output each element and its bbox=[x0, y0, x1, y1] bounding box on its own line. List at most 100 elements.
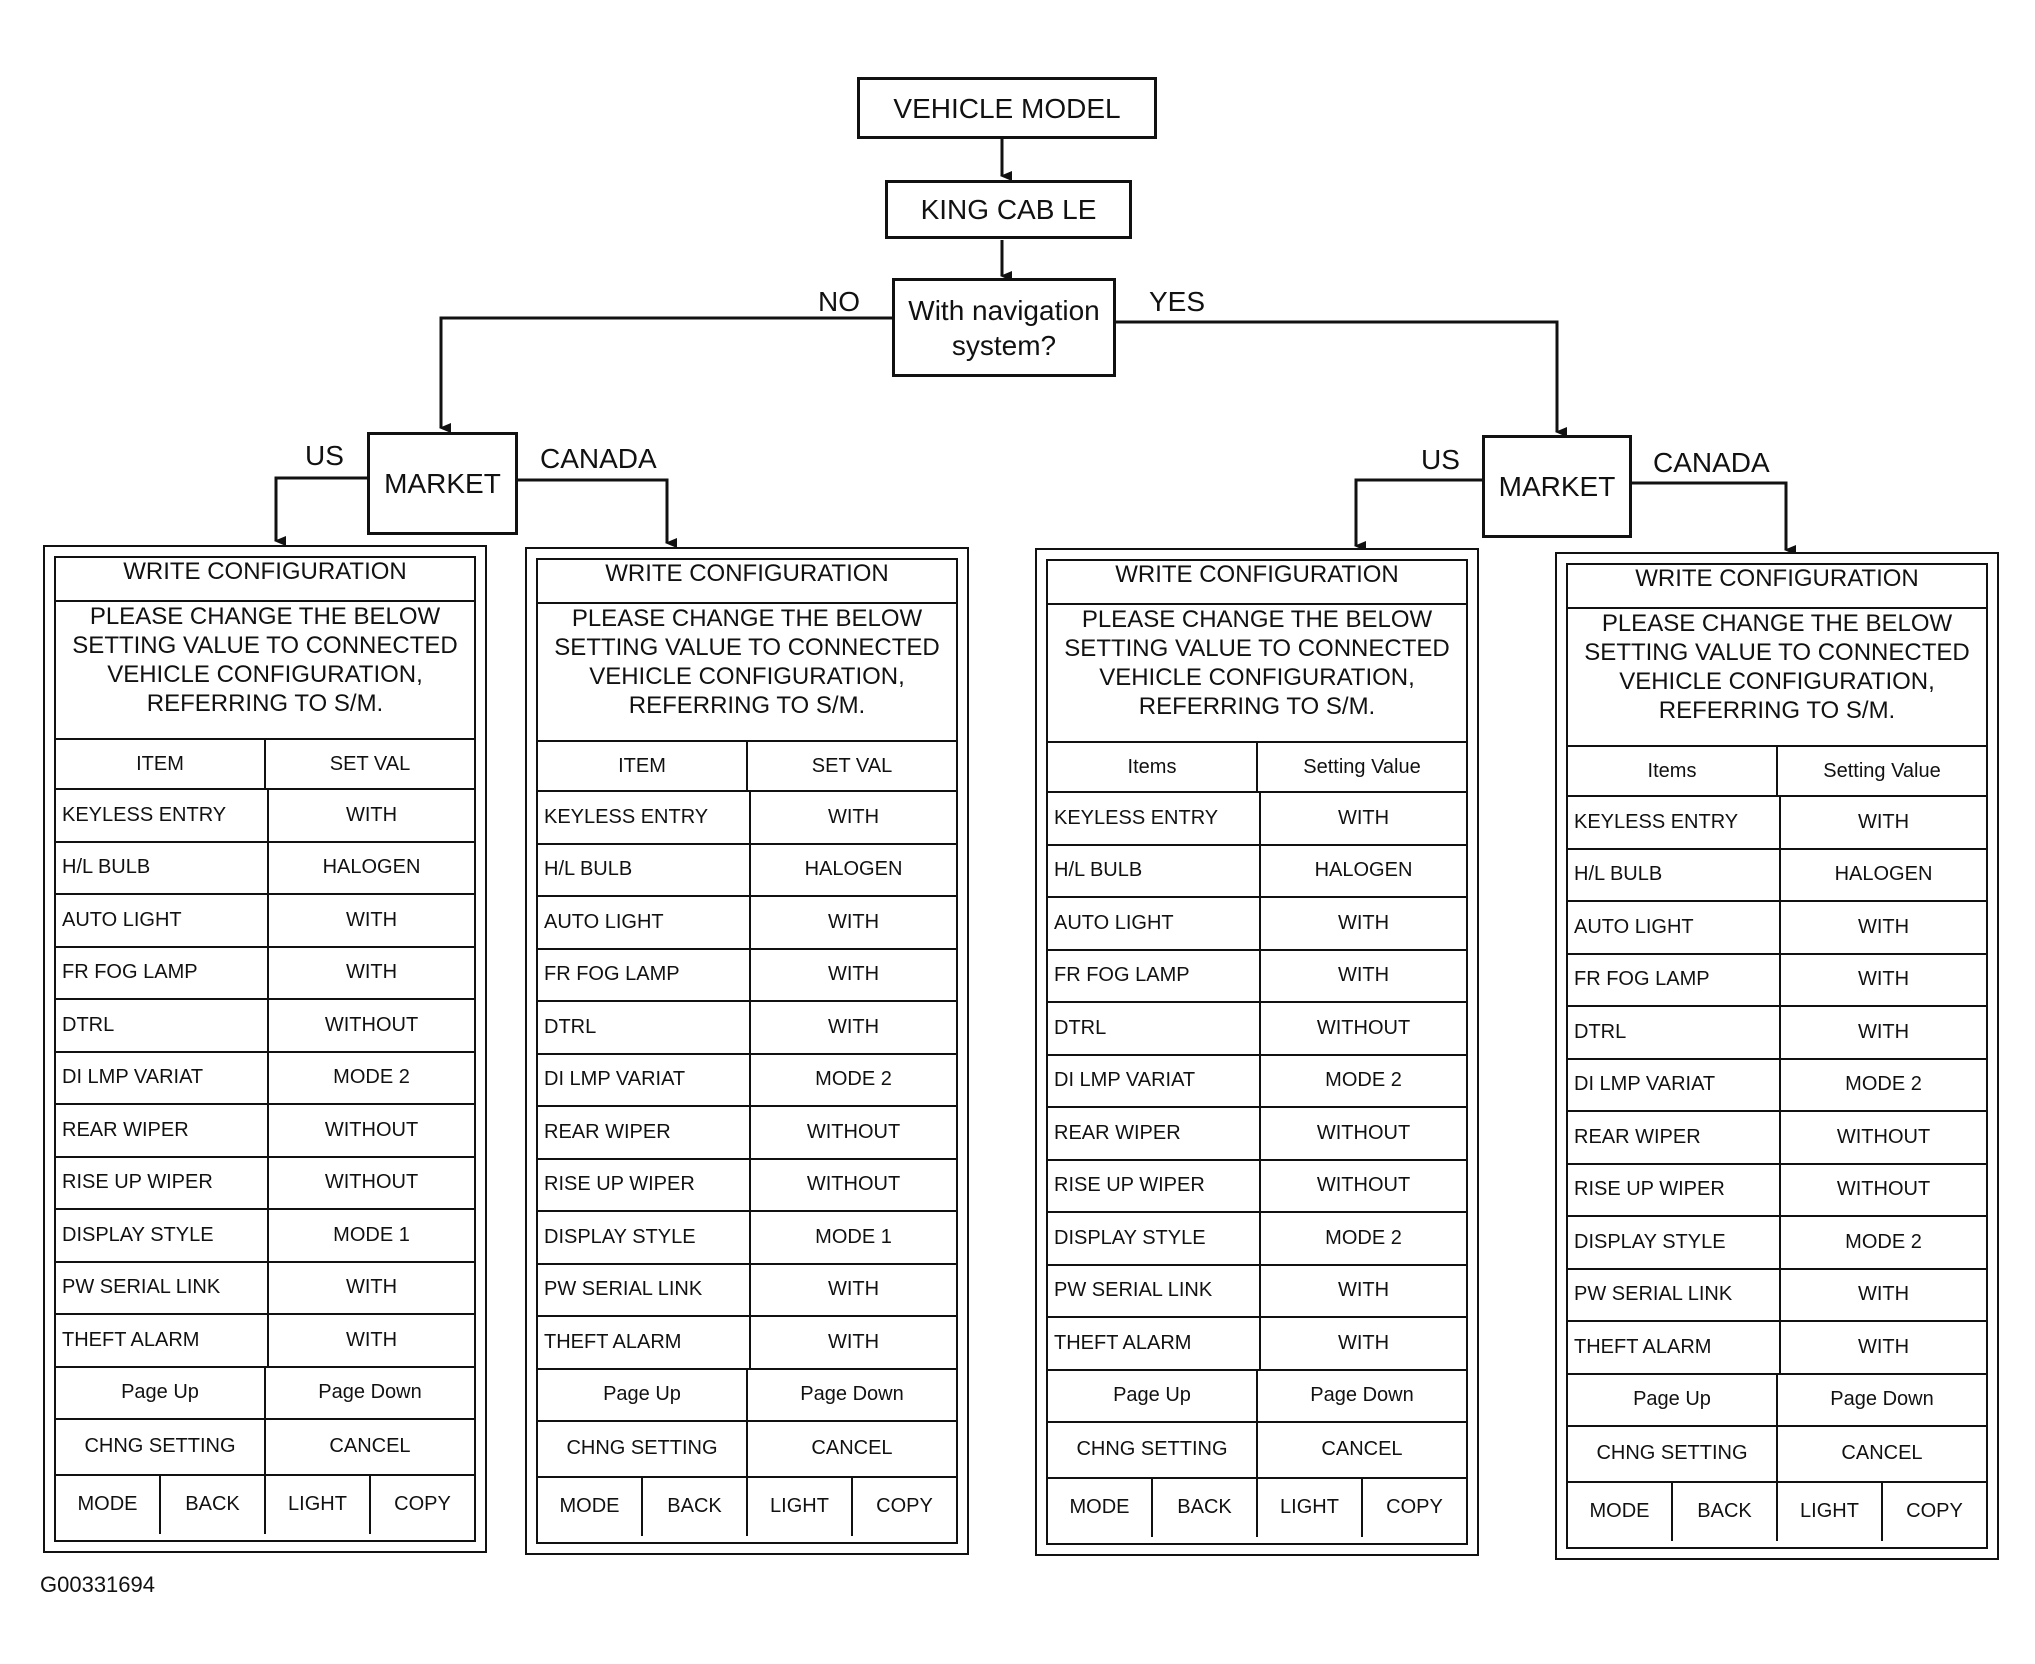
mode-button[interactable]: MODE bbox=[559, 1495, 620, 1517]
config-screen-nav-us: WRITE CONFIGURATION PLEASE CHANGE THE BE… bbox=[1035, 548, 1479, 1556]
light-button[interactable]: LIGHT bbox=[1256, 1478, 1361, 1537]
cancel-button[interactable]: CANCEL bbox=[264, 1419, 474, 1474]
change-setting-button[interactable]: CHNG SETTING bbox=[1596, 1442, 1748, 1464]
light-button[interactable]: LIGHT bbox=[746, 1477, 851, 1536]
page-down-button[interactable]: Page Down bbox=[1256, 1370, 1466, 1421]
light-button[interactable]: LIGHT bbox=[1776, 1482, 1881, 1541]
mode-button[interactable]: MODE bbox=[77, 1493, 138, 1515]
row-item: REAR WIPER bbox=[62, 1118, 189, 1141]
cancel-button[interactable]: CANCEL bbox=[1776, 1426, 1986, 1481]
back-button[interactable]: BACK bbox=[641, 1477, 746, 1536]
back-button[interactable]: BACK bbox=[1151, 1478, 1256, 1537]
row-item: THEFT ALARM bbox=[1054, 1331, 1192, 1354]
change-setting-button[interactable]: CHNG SETTING bbox=[1076, 1438, 1228, 1460]
mode-button[interactable]: MODE bbox=[1589, 1500, 1650, 1522]
row-value: WITH bbox=[1259, 950, 1466, 1001]
change-setting-button[interactable]: CHNG SETTING bbox=[84, 1435, 236, 1457]
row-value: WITH bbox=[267, 1315, 474, 1366]
copy-button[interactable]: COPY bbox=[1881, 1482, 1986, 1541]
cancel-button[interactable]: CANCEL bbox=[746, 1421, 956, 1476]
row-value: WITHOUT bbox=[749, 1159, 956, 1210]
row-value: MODE 2 bbox=[1259, 1213, 1466, 1264]
page-up-button[interactable]: Page Up bbox=[121, 1381, 199, 1403]
row-item: DI LMP VARIAT bbox=[1574, 1073, 1716, 1096]
function-key-row: MODE BACK LIGHT COPY bbox=[56, 1475, 474, 1534]
row-item: REAR WIPER bbox=[1054, 1121, 1181, 1144]
panel-message-text: PLEASE CHANGE THE BELOW SETTING VALUE TO… bbox=[1584, 610, 1970, 724]
copy-button[interactable]: COPY bbox=[851, 1477, 956, 1536]
back-button[interactable]: BACK bbox=[159, 1475, 264, 1534]
no-label: NO bbox=[818, 286, 860, 317]
page-down-button[interactable]: Page Down bbox=[746, 1369, 956, 1420]
row-item: THEFT ALARM bbox=[544, 1330, 682, 1353]
page-up-button[interactable]: Page Up bbox=[603, 1383, 681, 1405]
row-item: H/L BULB bbox=[544, 858, 633, 881]
page-up-button[interactable]: Page Up bbox=[1633, 1388, 1711, 1410]
table-header: Items Setting Value bbox=[1568, 747, 1986, 797]
light-button[interactable]: LIGHT bbox=[264, 1475, 369, 1534]
back-button[interactable]: BACK bbox=[1671, 1482, 1776, 1541]
panel-message-text: PLEASE CHANGE THE BELOW SETTING VALUE TO… bbox=[1064, 606, 1450, 720]
copy-button[interactable]: COPY bbox=[1361, 1478, 1466, 1537]
panel-title: WRITE CONFIGURATION bbox=[1048, 561, 1466, 605]
copy-button[interactable]: COPY bbox=[369, 1475, 474, 1534]
row-item: KEYLESS ENTRY bbox=[1054, 806, 1219, 829]
row-value: WITH bbox=[1779, 1007, 1986, 1058]
market-label: MARKET bbox=[1498, 471, 1616, 502]
row-value: WITHOUT bbox=[267, 1000, 474, 1051]
row-item: AUTO LIGHT bbox=[1054, 911, 1174, 934]
row-item: REAR WIPER bbox=[544, 1120, 671, 1143]
change-setting-button[interactable]: CHNG SETTING bbox=[566, 1437, 718, 1459]
page-down-button[interactable]: Page Down bbox=[1776, 1374, 1986, 1425]
page-up-button[interactable]: Page Up bbox=[1113, 1384, 1191, 1406]
cancel-button[interactable]: CANCEL bbox=[1256, 1422, 1466, 1477]
action-row: CHNG SETTING CANCEL bbox=[56, 1419, 474, 1476]
mode-button[interactable]: MODE bbox=[1069, 1496, 1130, 1518]
page-down-button[interactable]: Page Down bbox=[264, 1367, 474, 1418]
